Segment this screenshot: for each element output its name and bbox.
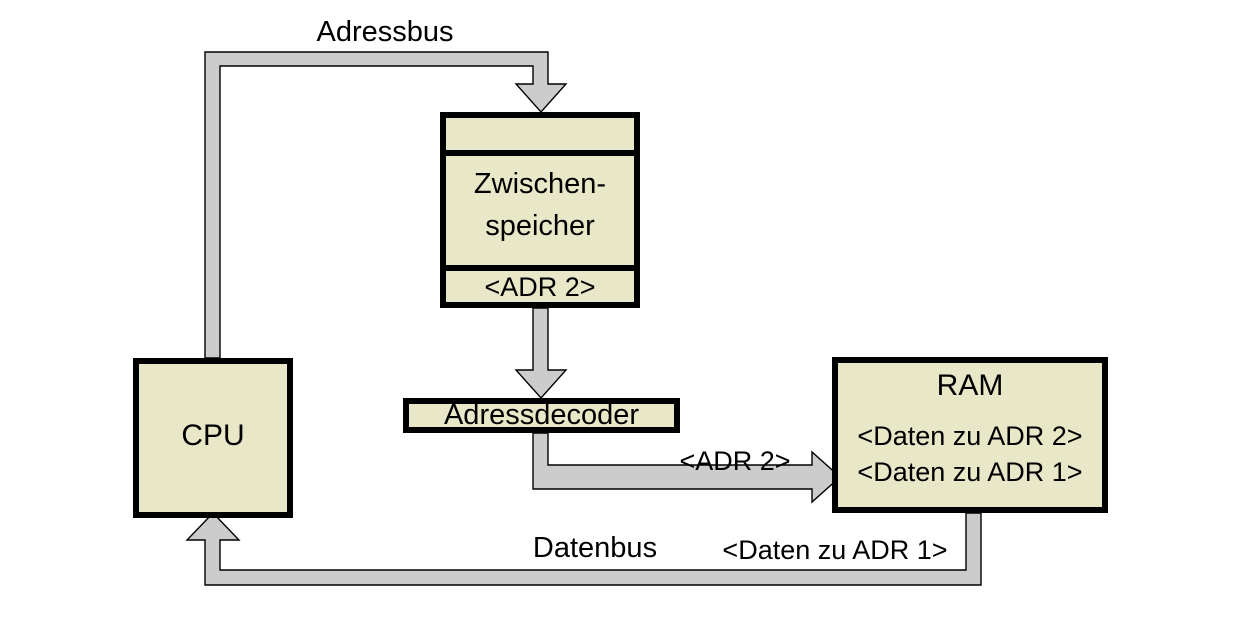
zwischenspeicher-bottom-row: <ADR 2> [484, 272, 596, 302]
zwischenspeicher-label: Zwischen- speicher [443, 163, 637, 247]
zwischenspeicher-box[interactable] [440, 112, 640, 308]
adressdecoder-to-ram-path [532, 432, 842, 504]
zwischenspeicher-to-adressdecoder-path [514, 307, 568, 400]
zwischenspeicher-label-line2: speicher [485, 210, 595, 242]
ram-row-0: <Daten zu ADR 2> [857, 421, 1083, 451]
cpu-box[interactable] [133, 358, 293, 518]
zwischenspeicher-top-row [443, 120, 637, 150]
datenbus-path [185, 511, 982, 586]
zwischenspeicher-label-line1: Zwischen- [473, 168, 607, 200]
adressdecoder-box[interactable] [403, 398, 680, 433]
datenbus-payload-label: <Daten zu ADR 1> [722, 535, 948, 565]
adr2-bus-label: <ADR 2> [679, 446, 791, 476]
cpu-label: CPU [181, 419, 245, 452]
adressbus-path [204, 51, 568, 359]
ram-rows: <Daten zu ADR 2> <Daten zu ADR 1> [835, 418, 1105, 490]
ram-row-1: <Daten zu ADR 1> [857, 457, 1083, 487]
adressbus-label: Adressbus [316, 16, 454, 48]
ram-title: RAM [936, 369, 1004, 402]
adressdecoder-label: Adressdecoder [443, 399, 640, 431]
datenbus-label: Datenbus [532, 532, 658, 564]
ram-box[interactable] [832, 357, 1108, 513]
